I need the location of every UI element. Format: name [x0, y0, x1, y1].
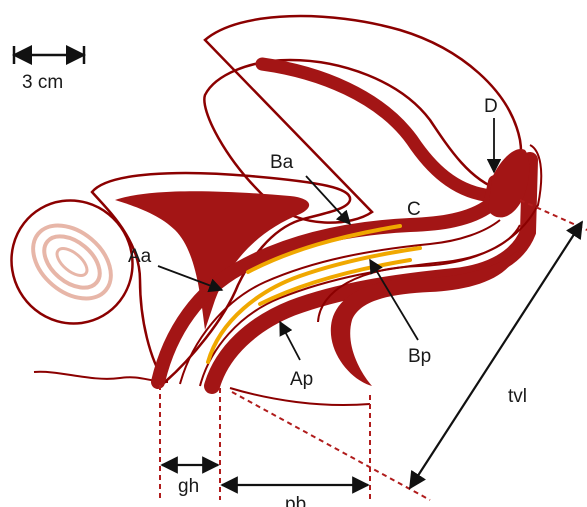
label-Ba: Ba [270, 152, 294, 173]
label-C: C [407, 199, 421, 220]
arrow-Ap [280, 322, 300, 360]
label-gh: gh [178, 476, 199, 497]
label-pb: pb [285, 494, 306, 507]
label-D: D [484, 96, 498, 117]
label-Aa: Aa [128, 246, 152, 267]
label-tvl: tvl [508, 386, 527, 407]
label-Ap: Ap [290, 369, 313, 390]
label-Bp: Bp [408, 346, 431, 367]
uterine-cavity [262, 64, 485, 195]
scale-label: 3 cm [22, 72, 63, 93]
arrow-Bp [370, 260, 418, 340]
scale-bar [14, 46, 84, 64]
